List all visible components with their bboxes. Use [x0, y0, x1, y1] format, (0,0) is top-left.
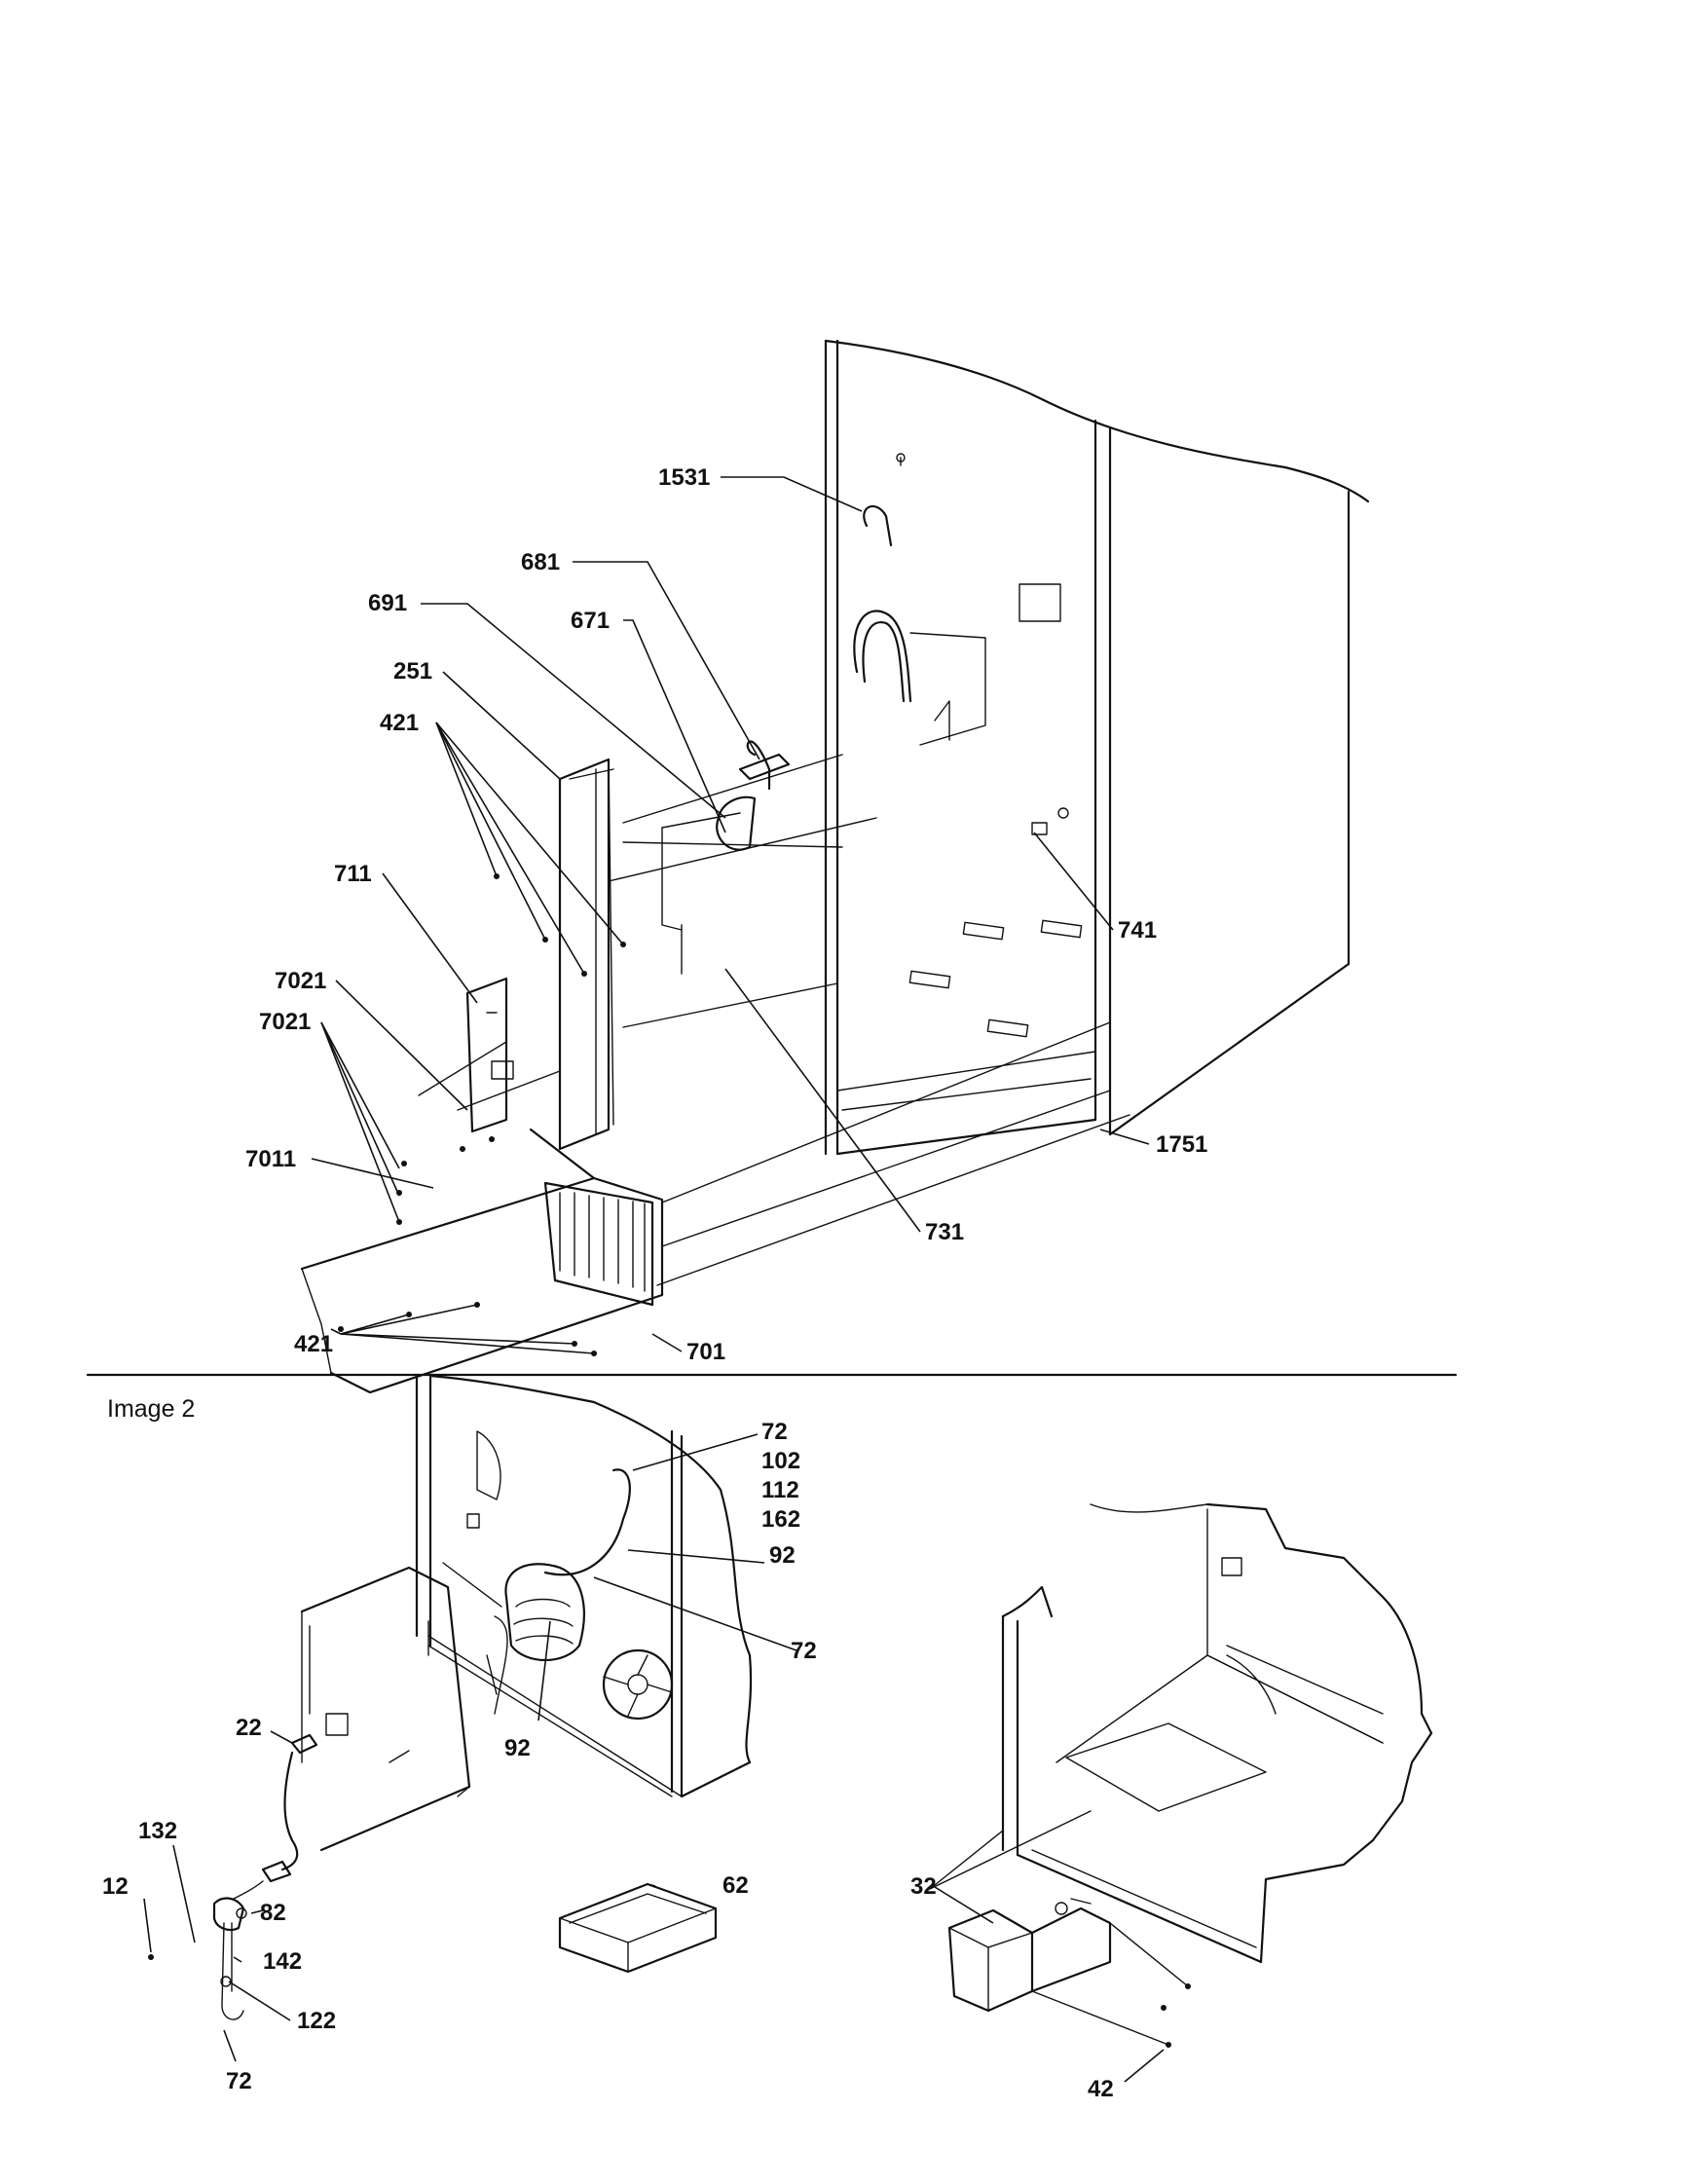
- callout-112: 112: [761, 1477, 799, 1503]
- cabinet-rear-panel: [824, 339, 1370, 1156]
- callout-132: 132: [138, 1818, 177, 1844]
- callout-701: 701: [686, 1339, 725, 1365]
- callout-711: 711: [334, 861, 372, 887]
- condenser-fan: [602, 1648, 674, 1721]
- callout-72-b: 72: [791, 1638, 817, 1664]
- projection-lines-lower: [929, 1810, 1189, 2046]
- bracket-711: [465, 977, 514, 1133]
- callout-82: 82: [260, 1900, 286, 1926]
- callout-62: 62: [722, 1872, 749, 1899]
- water-valve-assembly: [148, 1733, 318, 2020]
- callout-22: 22: [236, 1715, 262, 1741]
- callout-731: 731: [925, 1219, 964, 1245]
- callout-7021-b: 7021: [259, 1009, 311, 1035]
- callout-32: 32: [910, 1873, 937, 1900]
- tubing-assembly: [746, 505, 986, 791]
- callout-421-top: 421: [380, 710, 419, 736]
- callout-681: 681: [521, 549, 560, 575]
- callout-1751: 1751: [1156, 1131, 1207, 1158]
- grille-slats: [559, 1192, 646, 1292]
- callout-142: 142: [263, 1948, 302, 1975]
- upper-exploded-view: 1531 681 691 671 251 421 711 7021 7021 7…: [245, 339, 1370, 1394]
- callout-741: 741: [1118, 917, 1157, 944]
- callout-92-b: 92: [504, 1735, 531, 1761]
- projection-lines: [418, 754, 1130, 1286]
- leader-lines-lower: [143, 1433, 1165, 2083]
- callout-42: 42: [1088, 2076, 1114, 2102]
- callout-671: 671: [571, 608, 610, 634]
- callout-1531: 1531: [658, 464, 710, 491]
- base-housing: [300, 1128, 664, 1394]
- callout-92-a: 92: [769, 1542, 796, 1569]
- drain-pan: [558, 1882, 718, 1974]
- callouts-upper: 1531 681 691 671 251 421 711 7021 7021 7…: [245, 464, 1207, 1365]
- callout-7021-a: 7021: [275, 968, 326, 994]
- callout-72-c: 72: [226, 2068, 252, 2094]
- lower-exploded-view: Image 2: [102, 1374, 1433, 2102]
- callout-7011: 7011: [245, 1146, 296, 1172]
- callout-122: 122: [297, 2008, 336, 2034]
- callout-691: 691: [368, 590, 407, 616]
- leader-lines-upper: [311, 476, 1150, 1354]
- callout-421-bottom: 421: [294, 1331, 333, 1357]
- callout-12: 12: [102, 1873, 129, 1900]
- icemaker-assembly: [947, 1898, 1191, 2048]
- access-panel-251: [558, 758, 614, 1151]
- callout-162: 162: [761, 1506, 800, 1533]
- callout-72-a: 72: [761, 1419, 788, 1445]
- screws-421: [338, 873, 626, 1356]
- callout-251: 251: [393, 658, 432, 685]
- water-tube-fittings: [661, 753, 791, 975]
- side-access-panel: [300, 1566, 471, 1852]
- lower-cabinet-rear: [415, 1374, 753, 1798]
- freezer-interior: [1001, 1502, 1433, 1964]
- image-caption: Image 2: [107, 1395, 195, 1423]
- callout-102: 102: [761, 1448, 800, 1474]
- callouts-lower: 72 102 112 162 92 72 92 22 62 132 12 82 …: [102, 1419, 1114, 2102]
- compressor: [504, 1563, 585, 1662]
